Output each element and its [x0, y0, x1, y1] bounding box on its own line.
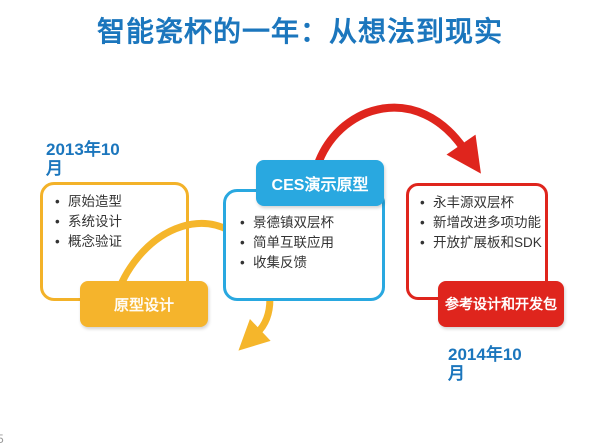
slide-title: 智能瓷杯的一年：从想法到现实 [96, 16, 503, 47]
bullet-item: 景德镇双层杯 [238, 213, 376, 233]
bullet-item: 新增改进多项功能 [418, 213, 541, 233]
stage3-bullet-list: 永丰源双层杯 新增改进多项功能 开放扩展板和SDK [409, 186, 545, 253]
bullet-item: 开放扩展板和SDK [418, 233, 542, 253]
stage3-label: 参考设计和开发包 [438, 281, 564, 327]
bullet-item: 收集反馈 [238, 253, 376, 273]
bullet-item: 系统设计 [53, 212, 180, 232]
page-number: 5 [0, 432, 4, 446]
stage2-bullet-list: 景德镇双层杯 简单互联应用 收集反馈 [226, 192, 382, 273]
stage3-box: 永丰源双层杯 新增改进多项功能 开放扩展板和SDK [406, 183, 548, 300]
stage1-label: 原型设计 [80, 281, 208, 327]
timeline-date-start: 2013年10 月 [46, 140, 120, 178]
bullet-item: 原始造型 [53, 192, 180, 212]
bullet-item: 简单互联应用 [238, 233, 376, 253]
timeline-date-end: 2014年10 月 [448, 345, 522, 383]
bullet-item: 永丰源双层杯 [418, 193, 541, 213]
stage1-bullet-list: 原始造型 系统设计 概念验证 [43, 185, 186, 252]
bullet-item: 概念验证 [53, 232, 180, 252]
red-curved-arrow [315, 103, 481, 174]
stage2-label: CES演示原型 [256, 160, 384, 206]
